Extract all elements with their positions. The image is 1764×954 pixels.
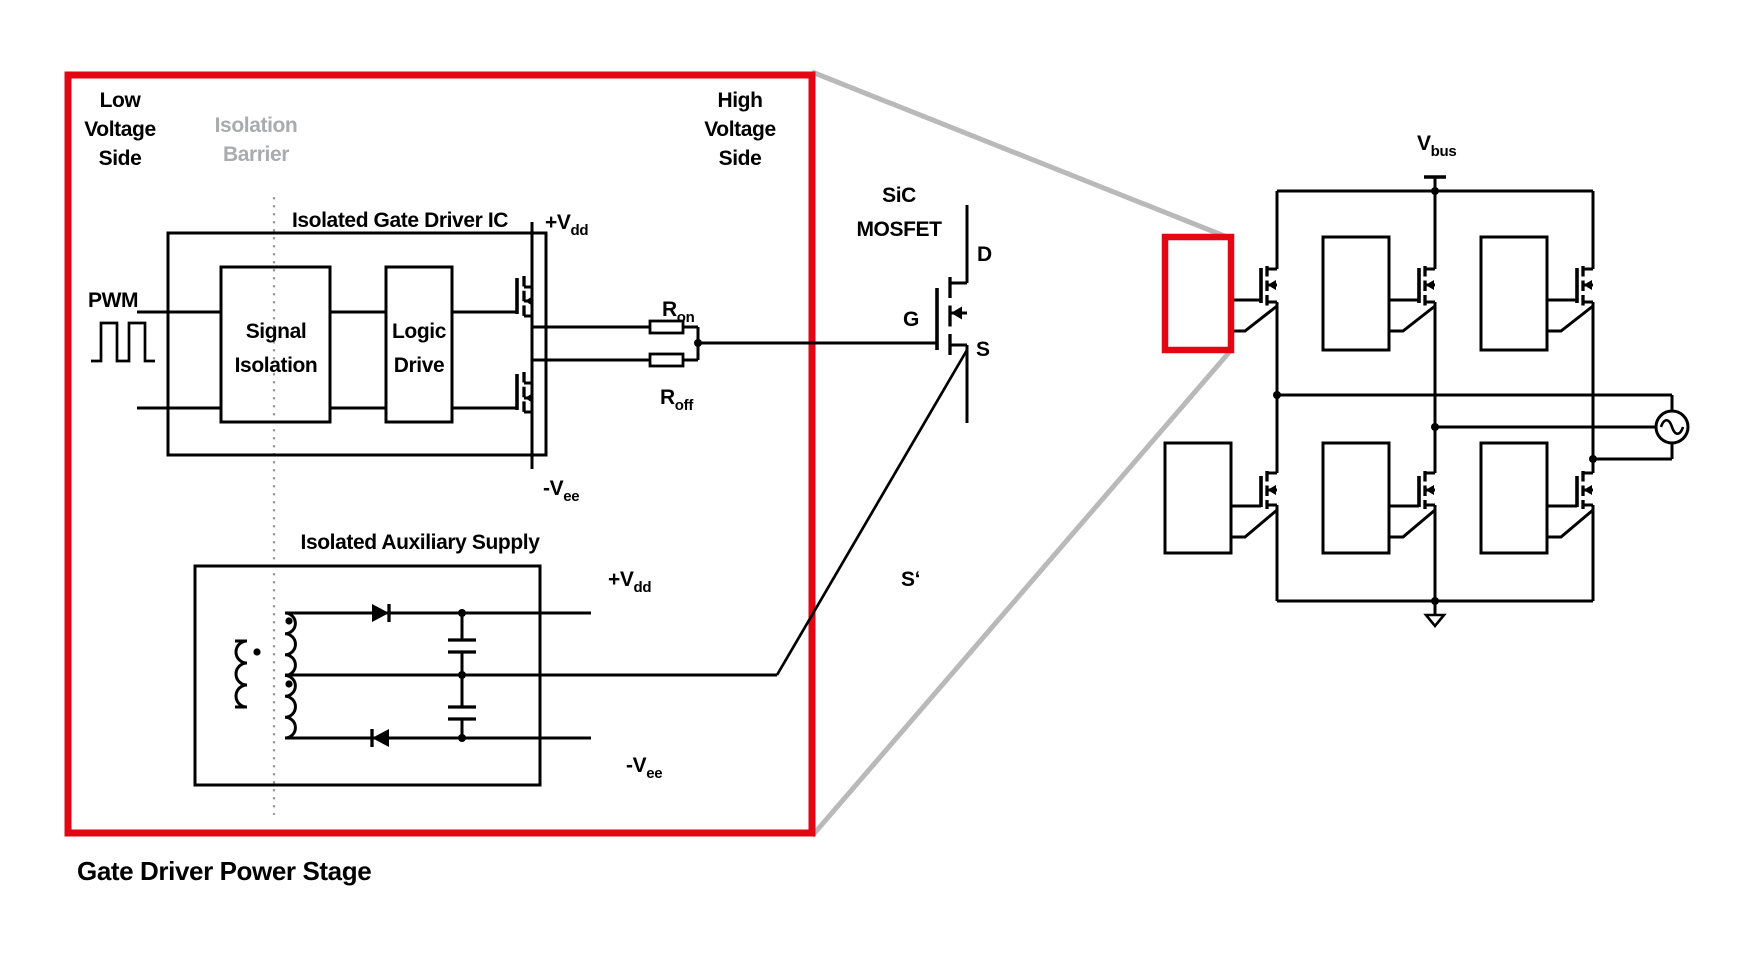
low-voltage-side-label-3: Side (99, 147, 142, 170)
leg1-ls-arrow (1267, 485, 1276, 495)
inverter-schematic: Vbus (1161, 132, 1690, 629)
signal-isolation-label-2: Isolation (235, 354, 318, 377)
diode-bottom-icon (370, 729, 389, 747)
aux-node-dot-mid (458, 671, 466, 679)
sic-gate-label: G (903, 308, 919, 331)
gate-driver-ic-box (166, 231, 548, 457)
pwm-waveform-icon (91, 321, 155, 363)
inverter-leg-2 (1321, 191, 1439, 601)
inverter-leg-3 (1479, 191, 1597, 601)
r-on-label: Ron (662, 298, 695, 326)
high-voltage-side-label-2: Voltage (704, 118, 776, 141)
gate-driver-ic-title: Isolated Gate Driver IC (292, 209, 508, 232)
leg1-hs-arrow (1267, 280, 1276, 290)
transformer-icon (234, 611, 297, 740)
diode-top-triangle (372, 604, 389, 622)
r-off-resistor-icon (648, 352, 685, 368)
zoom-line-top (811, 69, 1233, 242)
gate-driver-box (1321, 441, 1391, 555)
lower-fet-arrow (525, 393, 532, 403)
sic-mosfet-title-2: MOSFET (856, 218, 942, 241)
aux-output-rails (285, 611, 777, 740)
low-voltage-side-label-2: Voltage (84, 118, 156, 141)
transformer-primary-dot (253, 648, 261, 656)
gate-resistor-wires (532, 325, 937, 362)
low-voltage-side-label-1: Low (100, 89, 142, 112)
highlighted-gate-driver-box (1161, 233, 1235, 354)
r-off-label: Roff (660, 386, 694, 414)
gate-node-dot (694, 339, 702, 347)
sic-drain-label: D (977, 243, 992, 266)
ic-internal-wires (330, 310, 517, 410)
kelvin-source-wire (775, 349, 969, 676)
zoom-connector-lines (810, 69, 1234, 838)
pwm-input-wires (137, 310, 221, 410)
leg3-hs-arrow (1583, 280, 1592, 290)
ground-triangle (1423, 613, 1447, 629)
transformer-primary-coil (234, 639, 248, 709)
isolation-barrier-label-2: Barrier (223, 143, 289, 166)
leg1-ls-driver-wires (1231, 504, 1278, 539)
gate-resistors: Ron Roff (532, 298, 937, 414)
pwm-label: PWM (88, 289, 138, 312)
r-on-resistor-icon (648, 319, 685, 335)
leg1-hs-driver-wires (1231, 298, 1278, 333)
leg2-ls-arrow (1425, 485, 1434, 495)
capacitor-plates (448, 638, 476, 721)
upper-fet-arrow (525, 296, 532, 306)
diode-top-icon (372, 604, 391, 622)
ic-vee-label: -Vee (543, 477, 579, 505)
aux-supply-title: Isolated Auxiliary Supply (301, 531, 541, 554)
transformer-secondary-dot-1 (285, 617, 293, 625)
aux-node-dot-bottom (458, 734, 466, 742)
isolated-gate-driver-ic: Isolated Gate Driver IC PWM Signal Isola… (88, 209, 589, 505)
figure-caption: Gate Driver Power Stage (77, 856, 371, 886)
high-voltage-side-label-1: High (717, 89, 762, 112)
high-voltage-side-label-3: Side (719, 147, 762, 170)
leg2-hs-driver-wires (1389, 298, 1436, 333)
phase-output-wires (1277, 393, 1674, 461)
power-stage-highlight-frame (64, 71, 816, 837)
aux-node-dot-top (458, 609, 466, 617)
kelvin-source-label: S‘ (901, 568, 920, 591)
leg2-hs-arrow (1425, 280, 1434, 290)
ground-icon (1423, 601, 1447, 629)
signal-isolation-box (219, 265, 332, 424)
leg3-ls-driver-wires (1547, 504, 1594, 539)
gate-driver-box (1163, 441, 1233, 555)
aux-vee-label: -Vee (626, 754, 662, 782)
ac-source-sine (1659, 418, 1685, 436)
zoom-line-bottom (810, 347, 1234, 838)
logic-drive-label-2: Drive (394, 354, 445, 377)
region-labels: Low Voltage Side Isolation Barrier High … (84, 89, 776, 170)
isolated-auxiliary-supply: Isolated Auxiliary Supply +Vd (193, 531, 777, 787)
leg2-ls-driver-wires (1389, 504, 1436, 539)
gate-driver-box (1321, 235, 1391, 352)
gate-driver-box (1479, 235, 1549, 352)
ic-vdd-label: +Vdd (545, 211, 588, 239)
gate-driver-box (1479, 441, 1549, 555)
isolation-barrier-label-1: Isolation (215, 114, 298, 137)
sic-source-label: S (976, 338, 990, 361)
leg3-ls-arrow (1583, 485, 1592, 495)
aux-vdd-label: +Vdd (608, 568, 651, 596)
sic-mosfet: SiC MOSFET D G S S‘ (775, 184, 992, 676)
logic-drive-label-1: Logic (392, 320, 447, 343)
vbus-label: Vbus (1417, 132, 1456, 160)
signal-isolation-label-1: Signal (246, 320, 307, 343)
sic-body-arrow (951, 306, 962, 320)
sic-mosfet-title-1: SiC (882, 184, 916, 207)
inverter-leg-1 (1161, 191, 1281, 601)
driver-lower-mosfet-icon (515, 372, 532, 414)
ac-source-icon (1654, 409, 1690, 445)
logic-drive-box (384, 265, 454, 424)
driver-upper-mosfet-icon (515, 276, 532, 318)
transformer-secondary-dot-2 (285, 680, 293, 688)
leg3-hs-driver-wires (1547, 298, 1594, 333)
diode-bottom-triangle (372, 729, 389, 747)
